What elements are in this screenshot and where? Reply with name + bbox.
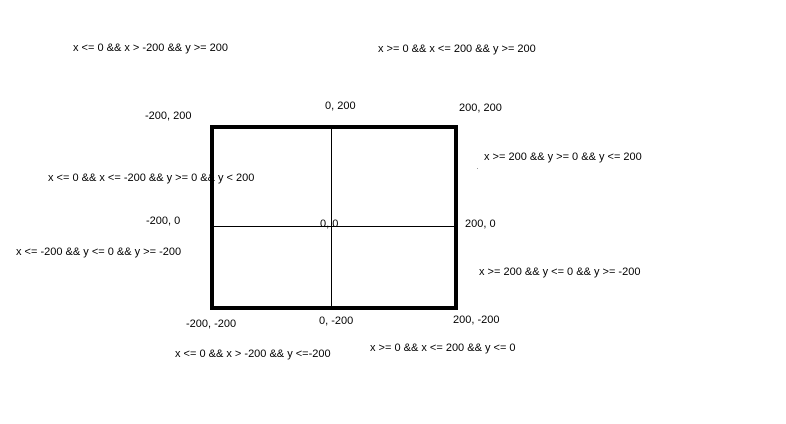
condition-bottom-left: x <= 0 && x > -200 && y <=-200 <box>175 348 331 360</box>
condition-left-lower: x <= -200 && y <= 0 && y >= -200 <box>16 246 182 258</box>
coord-bottom-left: -200, -200 <box>186 318 237 330</box>
coord-top-mid: 0, 200 <box>325 100 356 112</box>
coord-mid-right: 200, 0 <box>465 218 496 230</box>
condition-right-upper: x >= 200 && y >= 0 && y <= 200 <box>484 151 642 163</box>
condition-top-left: x <= 0 && x > -200 && y >= 200 <box>73 42 229 54</box>
condition-left-upper: x <= 0 && x <= -200 && y >= 0 && y < 200 <box>48 172 255 184</box>
coord-top-left: -200, 200 <box>145 110 192 122</box>
condition-top-right: x >= 0 && x <= 200 && y >= 200 <box>378 43 536 55</box>
stray-dot <box>477 168 478 169</box>
boundary-rectangle <box>210 125 458 310</box>
coord-bottom-right: 200, -200 <box>453 314 500 326</box>
condition-right-lower: x >= 200 && y <= 0 && y >= -200 <box>479 266 641 278</box>
coord-top-right: 200, 200 <box>459 102 502 114</box>
condition-bottom-right: x >= 0 && x <= 200 && y <= 0 <box>370 342 516 354</box>
coord-bottom-mid: 0, -200 <box>319 315 354 327</box>
coord-center: 0, 0 <box>320 218 339 230</box>
horizontal-axis-line <box>214 226 454 227</box>
vertical-axis-line <box>331 129 332 306</box>
coord-mid-left: -200, 0 <box>146 215 181 227</box>
